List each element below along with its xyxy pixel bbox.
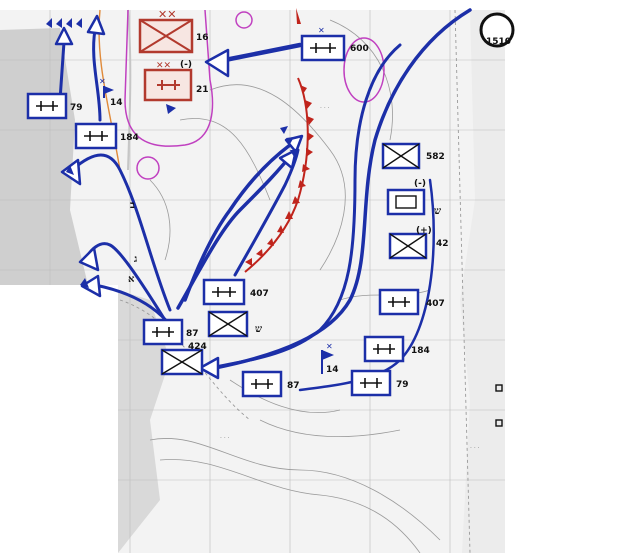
friendly-unit-600: ✕ 600: [300, 26, 369, 62]
friendly-unit-label: 14: [110, 98, 123, 108]
enemy-unit-label: 21: [196, 85, 209, 95]
hebrew-bet: ב: [130, 200, 135, 211]
friendly-unit-label: 42: [436, 239, 449, 249]
friendly-unit-label: 14: [326, 365, 339, 375]
hebrew-alef: א: [128, 274, 135, 285]
svg-text:✕: ✕: [99, 77, 106, 86]
friendly-unit-modifier: (-): [414, 179, 426, 189]
friendly-front-ticks: [46, 18, 298, 288]
enemy-unit-modifier: (-): [180, 60, 192, 70]
friendly-unit-424: 424: [160, 342, 207, 376]
friendly-unit-79-nw: 79: [26, 92, 83, 120]
enemy-front-line: [244, 8, 314, 273]
friendly-unit-unlabeled-armor: [207, 310, 249, 338]
hebrew-gimel: ג: [134, 254, 138, 265]
friendly-unit-label: 407: [426, 299, 445, 309]
svg-text:✕: ✕: [318, 26, 325, 35]
friendly-unit-label: 87: [287, 381, 300, 391]
svg-text:✕✕: ✕✕: [158, 8, 176, 21]
friendly-unit-87-bridgehead: 87: [142, 318, 199, 346]
hebrew-shin-right: ש: [434, 206, 441, 217]
friendly-unit-407-bridgehead: 407: [202, 278, 269, 306]
friendly-unit-184-east: 184: [363, 335, 430, 363]
friendly-unit-582: 582: [381, 142, 445, 170]
map-sheet-number: 1510: [486, 37, 511, 47]
friendly-unit-14-nw: ✕ 14: [99, 77, 123, 108]
arrowheads: [54, 14, 304, 380]
enemy-unit-21: ✕✕ (-) 21: [143, 60, 209, 102]
enemy-unit-16: ✕✕ 16: [138, 8, 209, 54]
hebrew-shin-center: ש: [255, 324, 262, 335]
friendly-unit-minus: (-): [386, 179, 426, 216]
friendly-unit-label: 582: [426, 152, 445, 162]
friendly-unit-label: 79: [70, 103, 83, 113]
svg-text:· · ·: · · ·: [320, 105, 330, 112]
friendly-unit-label: 407: [250, 289, 269, 299]
friendly-unit-label: 87: [186, 329, 199, 339]
friendly-unit-label: 79: [396, 380, 409, 390]
friendly-unit-label: 424: [188, 342, 207, 352]
svg-text:· · ·: · · ·: [470, 445, 480, 452]
svg-text:✕: ✕: [326, 342, 333, 351]
friendly-unit-14-south: ✕ 14: [321, 342, 339, 375]
map-sheet-corner: 1510: [479, 12, 515, 48]
friendly-unit-184-nw: 184: [74, 122, 139, 150]
friendly-unit-42: (+) 42: [388, 226, 449, 260]
enemy-unit-label: 16: [196, 33, 209, 43]
friendly-unit-label: 184: [120, 133, 139, 143]
friendly-unit-label: 600: [350, 44, 369, 54]
friendly-unit-87-south: 87: [241, 370, 300, 398]
friendly-unit-79-south: 79: [350, 369, 409, 397]
friendly-unit-label: 184: [411, 346, 430, 356]
svg-text:✕✕: ✕✕: [156, 61, 171, 71]
friendly-unit-407-east: 407: [378, 288, 445, 316]
hebrew-marks: ש ש ג א ב: [128, 200, 441, 335]
svg-text:· · ·: · · ·: [220, 435, 230, 442]
friendly-unit-modifier: (+): [416, 226, 432, 236]
